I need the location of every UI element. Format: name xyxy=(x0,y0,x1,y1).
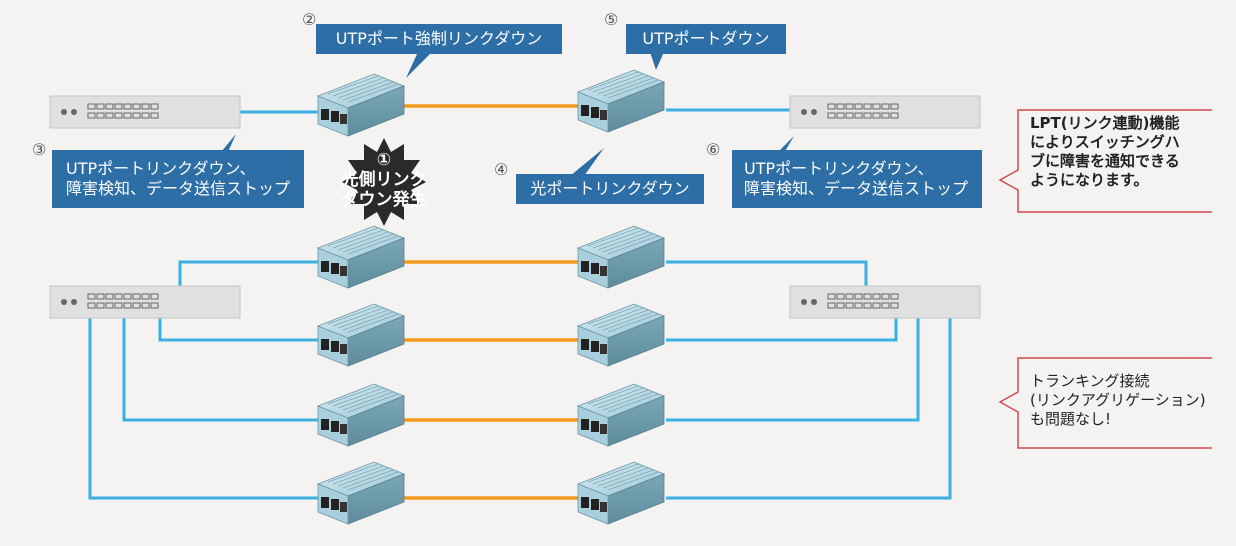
media-converter-right xyxy=(577,69,665,133)
switching-hub-right xyxy=(789,95,981,129)
note-trunk-line1: トランキング接続 xyxy=(1030,372,1150,390)
label-1-line2: ダウン発生 xyxy=(341,190,427,210)
trunk-hub-right xyxy=(789,285,981,319)
trunk-mc-right-3 xyxy=(577,383,665,447)
label-2-text: UTPポート強制リンクダウン xyxy=(335,29,543,48)
label-2-number: ② xyxy=(302,10,317,29)
note-lpt: LPT(リンク連動)機能 によりスイッチングハ ブに障害を通知できる ようになり… xyxy=(1030,114,1220,190)
note-lpt-line1: LPT(リンク連動)機能 xyxy=(1030,114,1180,132)
label-1-optical-failure: ① 光側リンク ダウン発生 xyxy=(334,150,434,210)
note-trunk-line2: (リンクアグリゲーション) xyxy=(1030,391,1206,409)
note-bracket-lpt xyxy=(998,109,1212,213)
label-3-number: ③ xyxy=(32,140,47,159)
trunk-mc-right-1 xyxy=(577,225,665,289)
label-4-text: 光ポートリンクダウン xyxy=(530,179,690,198)
label-1-number: ① xyxy=(376,150,392,170)
label-6-detect-stop: UTPポートリンクダウン、 障害検知、データ送信ストップ xyxy=(732,150,982,208)
media-converter-left xyxy=(317,73,405,137)
label-4-number: ④ xyxy=(494,160,509,179)
failure-burst xyxy=(342,138,426,226)
note-trunk-line3: も問題なし! xyxy=(1030,410,1112,428)
note-lpt-line3: ブに障害を通知できる xyxy=(1030,152,1180,170)
label-3-line1: UTPポートリンクダウン、 xyxy=(66,159,256,178)
note-lpt-line2: によりスイッチングハ xyxy=(1030,133,1180,151)
label-3-detect-stop: UTPポートリンクダウン、 障害検知、データ送信ストップ xyxy=(52,150,304,208)
label-3-line2: 障害検知、データ送信ストップ xyxy=(66,179,291,198)
label-6-line2: 障害検知、データ送信ストップ xyxy=(744,179,969,198)
trunking-section xyxy=(49,225,981,525)
note-lpt-line4: ようになります。 xyxy=(1030,171,1149,189)
lpt-section xyxy=(49,69,981,137)
label-6-line1: UTPポートリンクダウン、 xyxy=(744,159,934,178)
trunk-mc-left-3 xyxy=(317,383,405,447)
trunk-mc-left-4 xyxy=(317,461,405,525)
label-1-line1: 光側リンク xyxy=(341,170,427,190)
label-5-port-down: UTPポートダウン xyxy=(626,24,786,54)
note-trunk: トランキング接続 (リンクアグリゲーション) も問題なし! xyxy=(1030,372,1230,429)
note-bracket-trunk xyxy=(998,357,1212,449)
trunk-mc-left-2 xyxy=(317,303,405,367)
label-6-number: ⑥ xyxy=(706,140,721,159)
trunk-mc-right-2 xyxy=(577,303,665,367)
trunk-hub-left xyxy=(49,285,241,319)
trunk-mc-left-1 xyxy=(317,225,405,289)
label-2-forced-linkdown: UTPポート強制リンクダウン xyxy=(316,24,562,54)
label-4-optical-linkdown: 光ポートリンクダウン xyxy=(516,174,704,204)
trunk-mc-right-4 xyxy=(577,461,665,525)
switching-hub-left xyxy=(49,95,241,129)
label-5-number: ⑤ xyxy=(604,10,619,29)
label-5-text: UTPポートダウン xyxy=(642,29,770,48)
pointer-2 xyxy=(406,52,432,78)
pointer-5 xyxy=(650,52,664,70)
trunk-fiber-links xyxy=(404,260,582,500)
pointer-4 xyxy=(570,148,604,176)
